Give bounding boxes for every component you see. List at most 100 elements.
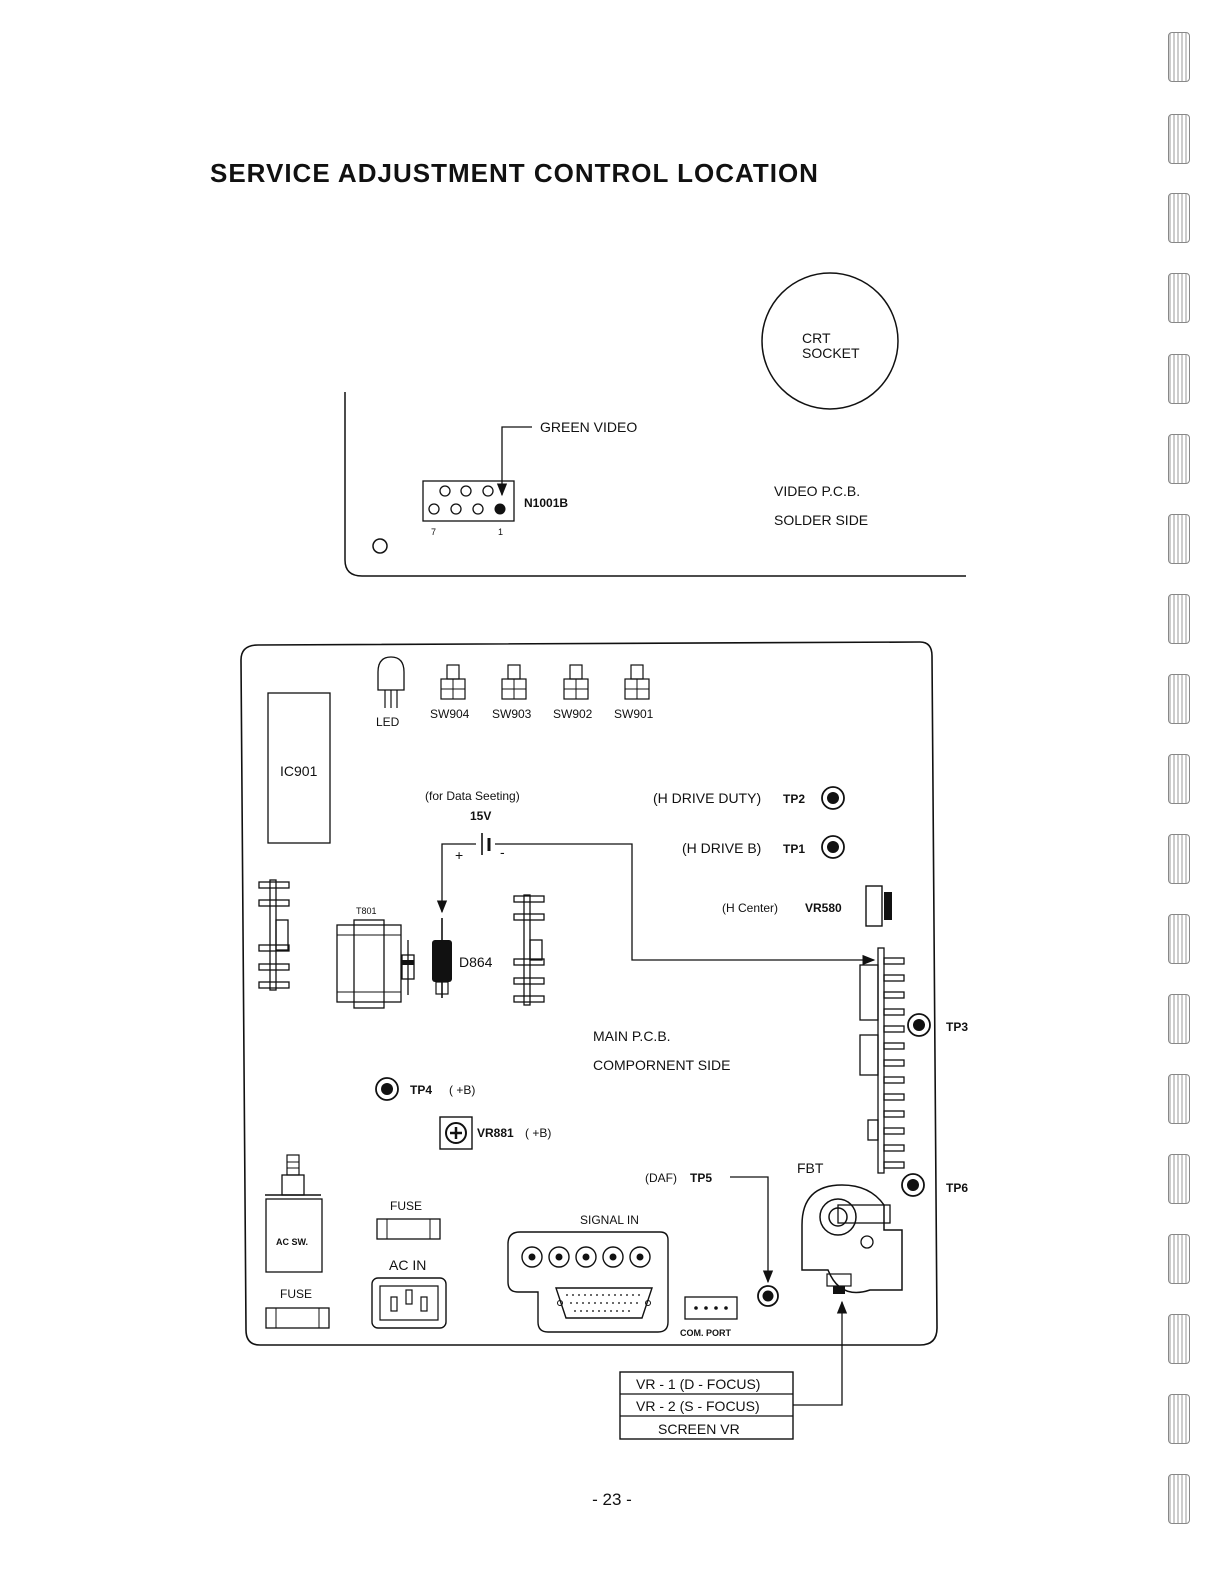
voltage-label: 15V — [470, 809, 491, 823]
fbt: FBT — [797, 1160, 903, 1294]
binding-hole — [1168, 114, 1190, 164]
transformer-t801: T801 — [336, 906, 402, 1009]
ac-inlet: AC IN — [371, 1257, 447, 1329]
tp5-label: TP5 — [690, 1171, 712, 1185]
pin-1-label: 1 — [498, 527, 503, 537]
data-setting-label: (for Data Seeting) — [425, 789, 520, 803]
vr2-label: VR - 2 (S - FOCUS) — [636, 1398, 760, 1414]
fuse-lower: FUSE — [265, 1287, 330, 1329]
sw902-label: SW902 — [553, 707, 593, 721]
tp2-desc: (H DRIVE DUTY) — [653, 790, 761, 806]
tp5: (DAF) TP5 — [645, 1171, 779, 1307]
binding-hole — [1168, 1074, 1190, 1124]
binding-hole — [1168, 834, 1190, 884]
fbt-control-table: VR - 1 (D - FOCUS) VR - 2 (S - FOCUS) SC… — [619, 1300, 848, 1440]
led-label: LED — [376, 715, 400, 729]
led: LED — [376, 656, 405, 729]
binding-hole — [1168, 594, 1190, 644]
vr881-desc: ( +B) — [525, 1126, 551, 1140]
mounting-hole — [372, 538, 388, 554]
screen-vr-label: SCREEN VR — [658, 1421, 740, 1437]
fuse-upper-label: FUSE — [390, 1199, 422, 1213]
crt-socket: CRT SOCKET — [761, 272, 899, 410]
binding-hole — [1168, 1314, 1190, 1364]
ic901-label: IC901 — [280, 763, 318, 779]
pin-7-label: 7 — [431, 527, 436, 537]
vr580: (H Center) VR580 — [722, 885, 892, 927]
signal-in-label: SIGNAL IN — [580, 1213, 639, 1227]
main-pcb-label-1: MAIN P.C.B. — [593, 1028, 671, 1044]
tp1-label: TP1 — [783, 842, 805, 856]
sw903-label: SW903 — [492, 707, 532, 721]
lead-to-fbt — [495, 843, 876, 966]
tp2: (H DRIVE DUTY) TP2 — [653, 786, 845, 810]
vr1-label: VR - 1 (D - FOCUS) — [636, 1376, 760, 1392]
heatsink-middle — [513, 894, 545, 1006]
sw901-label: SW901 — [614, 707, 654, 721]
main-pcb: IC901 LED SW904 SW903 SW902 — [240, 641, 968, 1346]
com-port-label: COM. PORT — [680, 1328, 732, 1338]
com-port: COM. PORT — [680, 1296, 738, 1338]
connector-n1001b: N1001B 7 1 — [422, 480, 568, 537]
d864-label: D864 — [459, 954, 493, 970]
video-pcb-label-2: SOLDER SIDE — [774, 512, 868, 528]
page-number: - 23 - — [592, 1490, 632, 1509]
heatsink-right — [859, 947, 905, 1174]
switch-sw901: SW901 — [614, 664, 654, 721]
tp6-label: TP6 — [946, 1181, 968, 1195]
tp2-label: TP2 — [783, 792, 805, 806]
tp3: TP3 — [907, 1013, 968, 1037]
ic901: IC901 — [267, 692, 331, 844]
binding-hole — [1168, 914, 1190, 964]
green-video-label: GREEN VIDEO — [540, 419, 637, 435]
video-pcb-label-1: VIDEO P.C.B. — [774, 483, 860, 499]
binding-hole — [1168, 354, 1190, 404]
signal-in-connector: SIGNAL IN — [507, 1213, 669, 1333]
heatsink-left — [258, 879, 290, 991]
tp1-desc: (H DRIVE B) — [682, 840, 761, 856]
main-pcb-label-2: COMPORNENT SIDE — [593, 1057, 730, 1073]
green-video-leader: GREEN VIDEO — [496, 419, 637, 497]
vr881-label: VR881 — [477, 1126, 514, 1140]
tp4-label: TP4 — [410, 1083, 432, 1097]
diode-d864: D864 — [432, 918, 493, 998]
fbt-label: FBT — [797, 1160, 824, 1176]
tp4: TP4 ( +B) — [375, 1077, 475, 1101]
binding-hole — [1168, 32, 1190, 82]
main-pcb-outline — [240, 641, 938, 1346]
crt-socket-label-1: CRT — [802, 330, 831, 346]
switch-sw902: SW902 — [553, 664, 593, 721]
binding-hole — [1168, 514, 1190, 564]
binding-hole — [1168, 273, 1190, 323]
fuse-upper: FUSE — [376, 1199, 441, 1240]
binding-hole — [1168, 754, 1190, 804]
lead-to-d864 — [436, 843, 476, 914]
fbt-control-leader — [793, 1300, 848, 1406]
tp6: TP6 — [901, 1173, 968, 1197]
binding-hole — [1168, 994, 1190, 1044]
data-setting-supply: (for Data Seeting) 15V + - — [425, 789, 876, 966]
ac-sw-label: AC SW. — [276, 1237, 308, 1247]
minus-label: - — [500, 844, 505, 860]
crt-socket-label-2: SOCKET — [802, 345, 860, 361]
vr580-desc: (H Center) — [722, 901, 778, 915]
switch-sw904: SW904 — [430, 664, 470, 721]
t801-label: T801 — [356, 906, 377, 916]
binding-hole — [1168, 434, 1190, 484]
ac-switch: AC SW. — [265, 1154, 323, 1273]
tp4-desc: ( +B) — [449, 1083, 475, 1097]
diode-small — [401, 940, 415, 995]
video-pcb-outline — [344, 392, 966, 577]
switch-sw903: SW903 — [492, 664, 532, 721]
sw904-label: SW904 — [430, 707, 470, 721]
connector-label: N1001B — [524, 496, 568, 510]
binding-hole — [1168, 1474, 1190, 1524]
fuse-lower-label: FUSE — [280, 1287, 312, 1301]
binding-hole — [1168, 1154, 1190, 1204]
binding-hole — [1168, 1234, 1190, 1284]
video-pcb: CRT SOCKET GREEN VIDEO N1001B 7 1 VIDEO … — [344, 272, 966, 577]
vr580-label: VR580 — [805, 901, 842, 915]
page-title: SERVICE ADJUSTMENT CONTROL LOCATION — [210, 158, 819, 188]
ac-in-label: AC IN — [389, 1257, 426, 1273]
